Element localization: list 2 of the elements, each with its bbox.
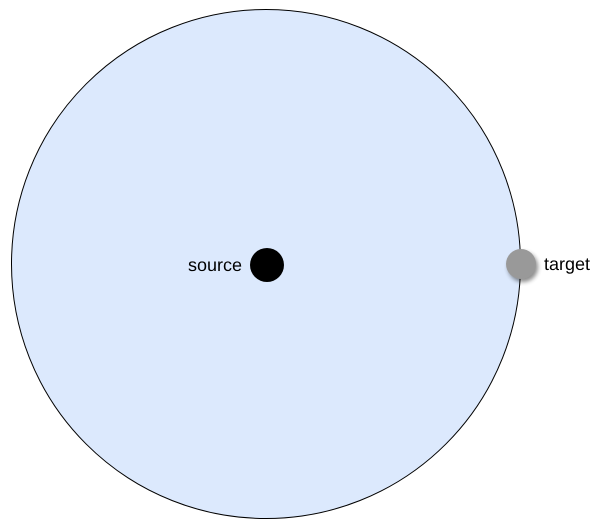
node-label: target xyxy=(544,253,590,275)
node-label: source xyxy=(188,254,242,276)
